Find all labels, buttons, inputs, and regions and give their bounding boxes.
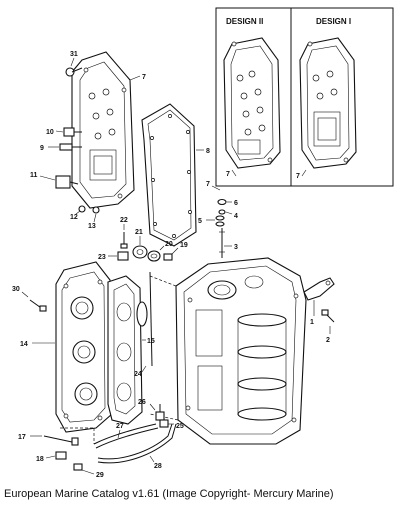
cylinder-block [149, 257, 307, 445]
bolt-30 [29, 299, 47, 312]
washer-4 [218, 209, 226, 215]
washer-5 [215, 215, 225, 227]
callout-1: 1 [310, 319, 314, 326]
callout-12: 12 [70, 214, 78, 221]
callout-7-secondary: 7 [206, 181, 210, 188]
catalog-caption: European Marine Catalog v1.61 (Image Cop… [4, 488, 334, 500]
fitting-10 [63, 127, 82, 137]
callout-29: 29 [96, 472, 104, 479]
fitting-26 [155, 404, 165, 421]
callout-19: 19 [180, 242, 188, 249]
callout-21: 21 [135, 229, 143, 236]
grommet-12 [78, 205, 86, 213]
callout-7: 7 [142, 74, 146, 81]
callout-3: 3 [234, 244, 238, 251]
gasket-8 [141, 103, 197, 247]
bolt-17 [43, 435, 79, 446]
bolt-31 [65, 67, 83, 77]
callout-11: 11 [30, 172, 38, 179]
callout-6: 6 [234, 200, 238, 207]
screw-9 [59, 143, 82, 151]
callout-25: 25 [176, 423, 184, 430]
housing-23 [117, 251, 129, 261]
design-i-title: DESIGN I [316, 17, 351, 26]
gasket-15 [107, 275, 143, 425]
nut-6 [217, 198, 227, 206]
callout-31: 31 [70, 51, 78, 58]
design-i-cover-plate [299, 37, 357, 169]
bolt-22 [120, 232, 128, 249]
screw-13 [92, 206, 100, 214]
callout-15: 15 [147, 338, 155, 345]
hose-27 [93, 423, 159, 449]
callout-26: 26 [138, 399, 146, 406]
callout-17: 17 [18, 434, 26, 441]
callout-22: 22 [120, 217, 128, 224]
callout-18: 18 [36, 456, 44, 463]
callout-27: 27 [116, 423, 124, 430]
cover-plate-main [71, 51, 135, 209]
hose-28 [97, 423, 177, 464]
design-ii-title: DESIGN II [226, 17, 263, 26]
callout-2: 2 [326, 337, 330, 344]
screw-2 [321, 309, 335, 323]
callout-24: 24 [134, 371, 142, 378]
callout-13: 13 [88, 223, 96, 230]
design-ii-callout: 7 [226, 171, 230, 178]
callout-8: 8 [206, 148, 210, 155]
stud-24 [136, 271, 153, 367]
stud-3 [219, 228, 225, 258]
bracket-1 [303, 277, 335, 301]
design-inset-box: DESIGN II DESIGN I 7 [215, 7, 394, 187]
callout-5: 5 [198, 218, 202, 225]
gasket-20 [147, 250, 161, 262]
callout-14: 14 [20, 341, 28, 348]
callout-20: 20 [165, 241, 173, 248]
callout-4: 4 [234, 213, 238, 220]
design-i-callout: 7 [296, 173, 300, 180]
clip-29 [73, 463, 83, 471]
callout-9: 9 [40, 145, 44, 152]
fitting-25 [159, 419, 169, 428]
design-ii-cover-plate [223, 37, 281, 169]
callout-28: 28 [154, 463, 162, 470]
exhaust-cover-14 [55, 261, 113, 433]
fitting-18 [55, 451, 67, 460]
callout-10: 10 [46, 129, 54, 136]
fitting-19 [163, 253, 173, 261]
callout-23: 23 [98, 254, 106, 261]
thermostat-21 [132, 245, 148, 259]
callout-30: 30 [12, 286, 20, 293]
valve-11 [55, 175, 79, 189]
